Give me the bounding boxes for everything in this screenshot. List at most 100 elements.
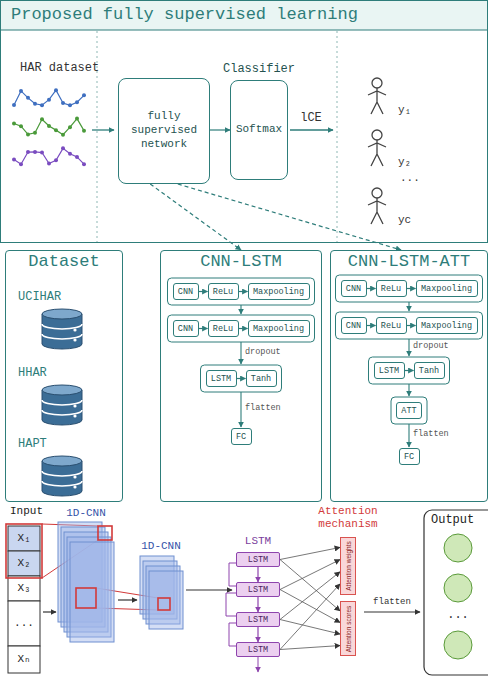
box-label: ReLu	[381, 284, 401, 294]
connector-arrow	[257, 567, 258, 582]
annotation: Output	[431, 514, 474, 528]
dashed-connector	[150, 184, 241, 250]
illustration-stroke	[168, 315, 315, 342]
connector-arrow	[280, 560, 340, 590]
illustration-stroke	[201, 365, 282, 392]
illustration-stroke	[61, 146, 65, 150]
heading: Dataset	[6, 253, 122, 272]
layer-box: FC	[231, 428, 252, 445]
box-label: CNN	[178, 287, 193, 297]
box-label: Maxpooling	[421, 284, 472, 294]
layer-box: Maxpooling	[248, 283, 310, 300]
illustration-stroke	[408, 384, 409, 396]
illustration-stroke	[47, 124, 51, 128]
box-label: LSTM	[211, 374, 231, 384]
heading: CNN-LSTM-ATT	[331, 253, 487, 272]
class-label: y₁	[398, 104, 411, 117]
table-cell: Xₙ	[17, 653, 30, 666]
illustration-stroke	[33, 150, 37, 154]
box-label: Attention weights	[345, 541, 352, 591]
framework-panel: Proposed fully supervised learningfully …	[0, 0, 488, 243]
illustration-stroke	[1, 1, 487, 30]
heading: Proposed fully supervised learning	[11, 5, 358, 24]
heading: Classifier	[223, 62, 295, 77]
illustration-stroke	[8, 551, 40, 576]
activity-figure	[368, 78, 386, 224]
illustration-stroke	[19, 162, 23, 166]
layer-box: ReLu	[376, 317, 407, 334]
layer-box: Tanh	[414, 362, 445, 379]
illustration-stroke	[33, 102, 37, 106]
connector-arrow	[280, 646, 340, 650]
layer-box: Maxpooling	[416, 317, 478, 334]
illustration-stroke	[68, 103, 72, 107]
feature-map-stack	[140, 556, 183, 629]
dataset-item: HAPT	[18, 437, 113, 499]
illustration-stroke	[444, 534, 472, 562]
annotation: lCE	[300, 112, 322, 126]
lstm-cell: LSTM	[236, 552, 280, 567]
layer-box: ReLu	[208, 283, 239, 300]
illustration-stroke	[336, 275, 483, 302]
illustration-stroke	[47, 98, 51, 102]
illustration-stroke	[26, 96, 30, 100]
box-label: LSTM	[248, 615, 268, 625]
connector-arrow	[280, 560, 340, 611]
box-label: CNN	[346, 321, 361, 331]
table-cell: X₁	[17, 532, 30, 545]
connector-arrow	[280, 590, 340, 623]
illustration-stroke	[40, 151, 44, 155]
box-label: HHAR	[18, 366, 113, 380]
class-label: yc	[398, 214, 411, 227]
layer-box: ReLu	[208, 320, 239, 337]
connector-arrow	[367, 325, 376, 326]
connector-arrow	[407, 325, 416, 326]
illustration-stroke	[42, 385, 82, 425]
illustration-stroke	[61, 101, 65, 105]
illustration-stroke	[54, 128, 58, 132]
connector-arrow	[405, 370, 414, 371]
layer-box: LSTM	[206, 370, 237, 387]
illustration-stroke	[258, 657, 259, 672]
box-label: LSTM	[379, 366, 399, 376]
model-panel: CNN-LSTM-ATTCNNReLuMaxpoolingCNNReLuMaxp…	[330, 250, 488, 502]
illustration-stroke	[369, 357, 450, 384]
illustration-stroke	[6, 524, 42, 578]
illustration-stroke	[240, 342, 241, 364]
annotation: ...	[447, 609, 469, 623]
illustration-stroke	[12, 157, 16, 161]
illustration-stroke	[70, 542, 114, 642]
illustration-stroke	[12, 103, 16, 107]
illustration-stroke	[75, 117, 79, 121]
box-label: LSTM	[248, 585, 268, 595]
illustration-stroke	[368, 78, 386, 114]
box-label: Maxpooling	[253, 287, 304, 297]
illustration-stroke	[368, 130, 386, 166]
annotation: dropout	[245, 348, 281, 358]
model-panel: CNN-LSTMCNNReLuMaxpoolingCNNReLuMaxpooli…	[160, 250, 322, 502]
layer-box: ATT	[396, 402, 422, 419]
class-label: y₂	[398, 156, 411, 169]
connector-arrow	[237, 378, 246, 379]
illustration-stroke	[229, 623, 236, 646]
illustration-stroke	[240, 305, 241, 314]
illustration-stroke	[8, 601, 40, 646]
lstm-cell: LSTM	[236, 642, 280, 657]
illustration-stroke	[42, 309, 82, 349]
annotation: flatten	[245, 404, 281, 414]
lstm-cell: LSTM	[236, 582, 280, 597]
box-label: UCIHAR	[18, 290, 113, 304]
box-label: Maxpooling	[421, 321, 472, 331]
box-label: LSTM	[248, 555, 268, 565]
connector-arrow	[280, 547, 340, 559]
illustration-stroke	[82, 162, 86, 166]
illustration-stroke	[168, 278, 315, 305]
illustration-stroke	[40, 117, 44, 121]
illustration-stroke	[47, 162, 51, 166]
illustration-stroke	[364, 611, 420, 612]
annotation: HAR dataset	[20, 62, 99, 76]
box-label: ReLu	[213, 324, 233, 334]
box-label: ReLu	[213, 287, 233, 297]
box-label: CNN	[346, 284, 361, 294]
annotation: Attention mechanism	[306, 505, 390, 530]
